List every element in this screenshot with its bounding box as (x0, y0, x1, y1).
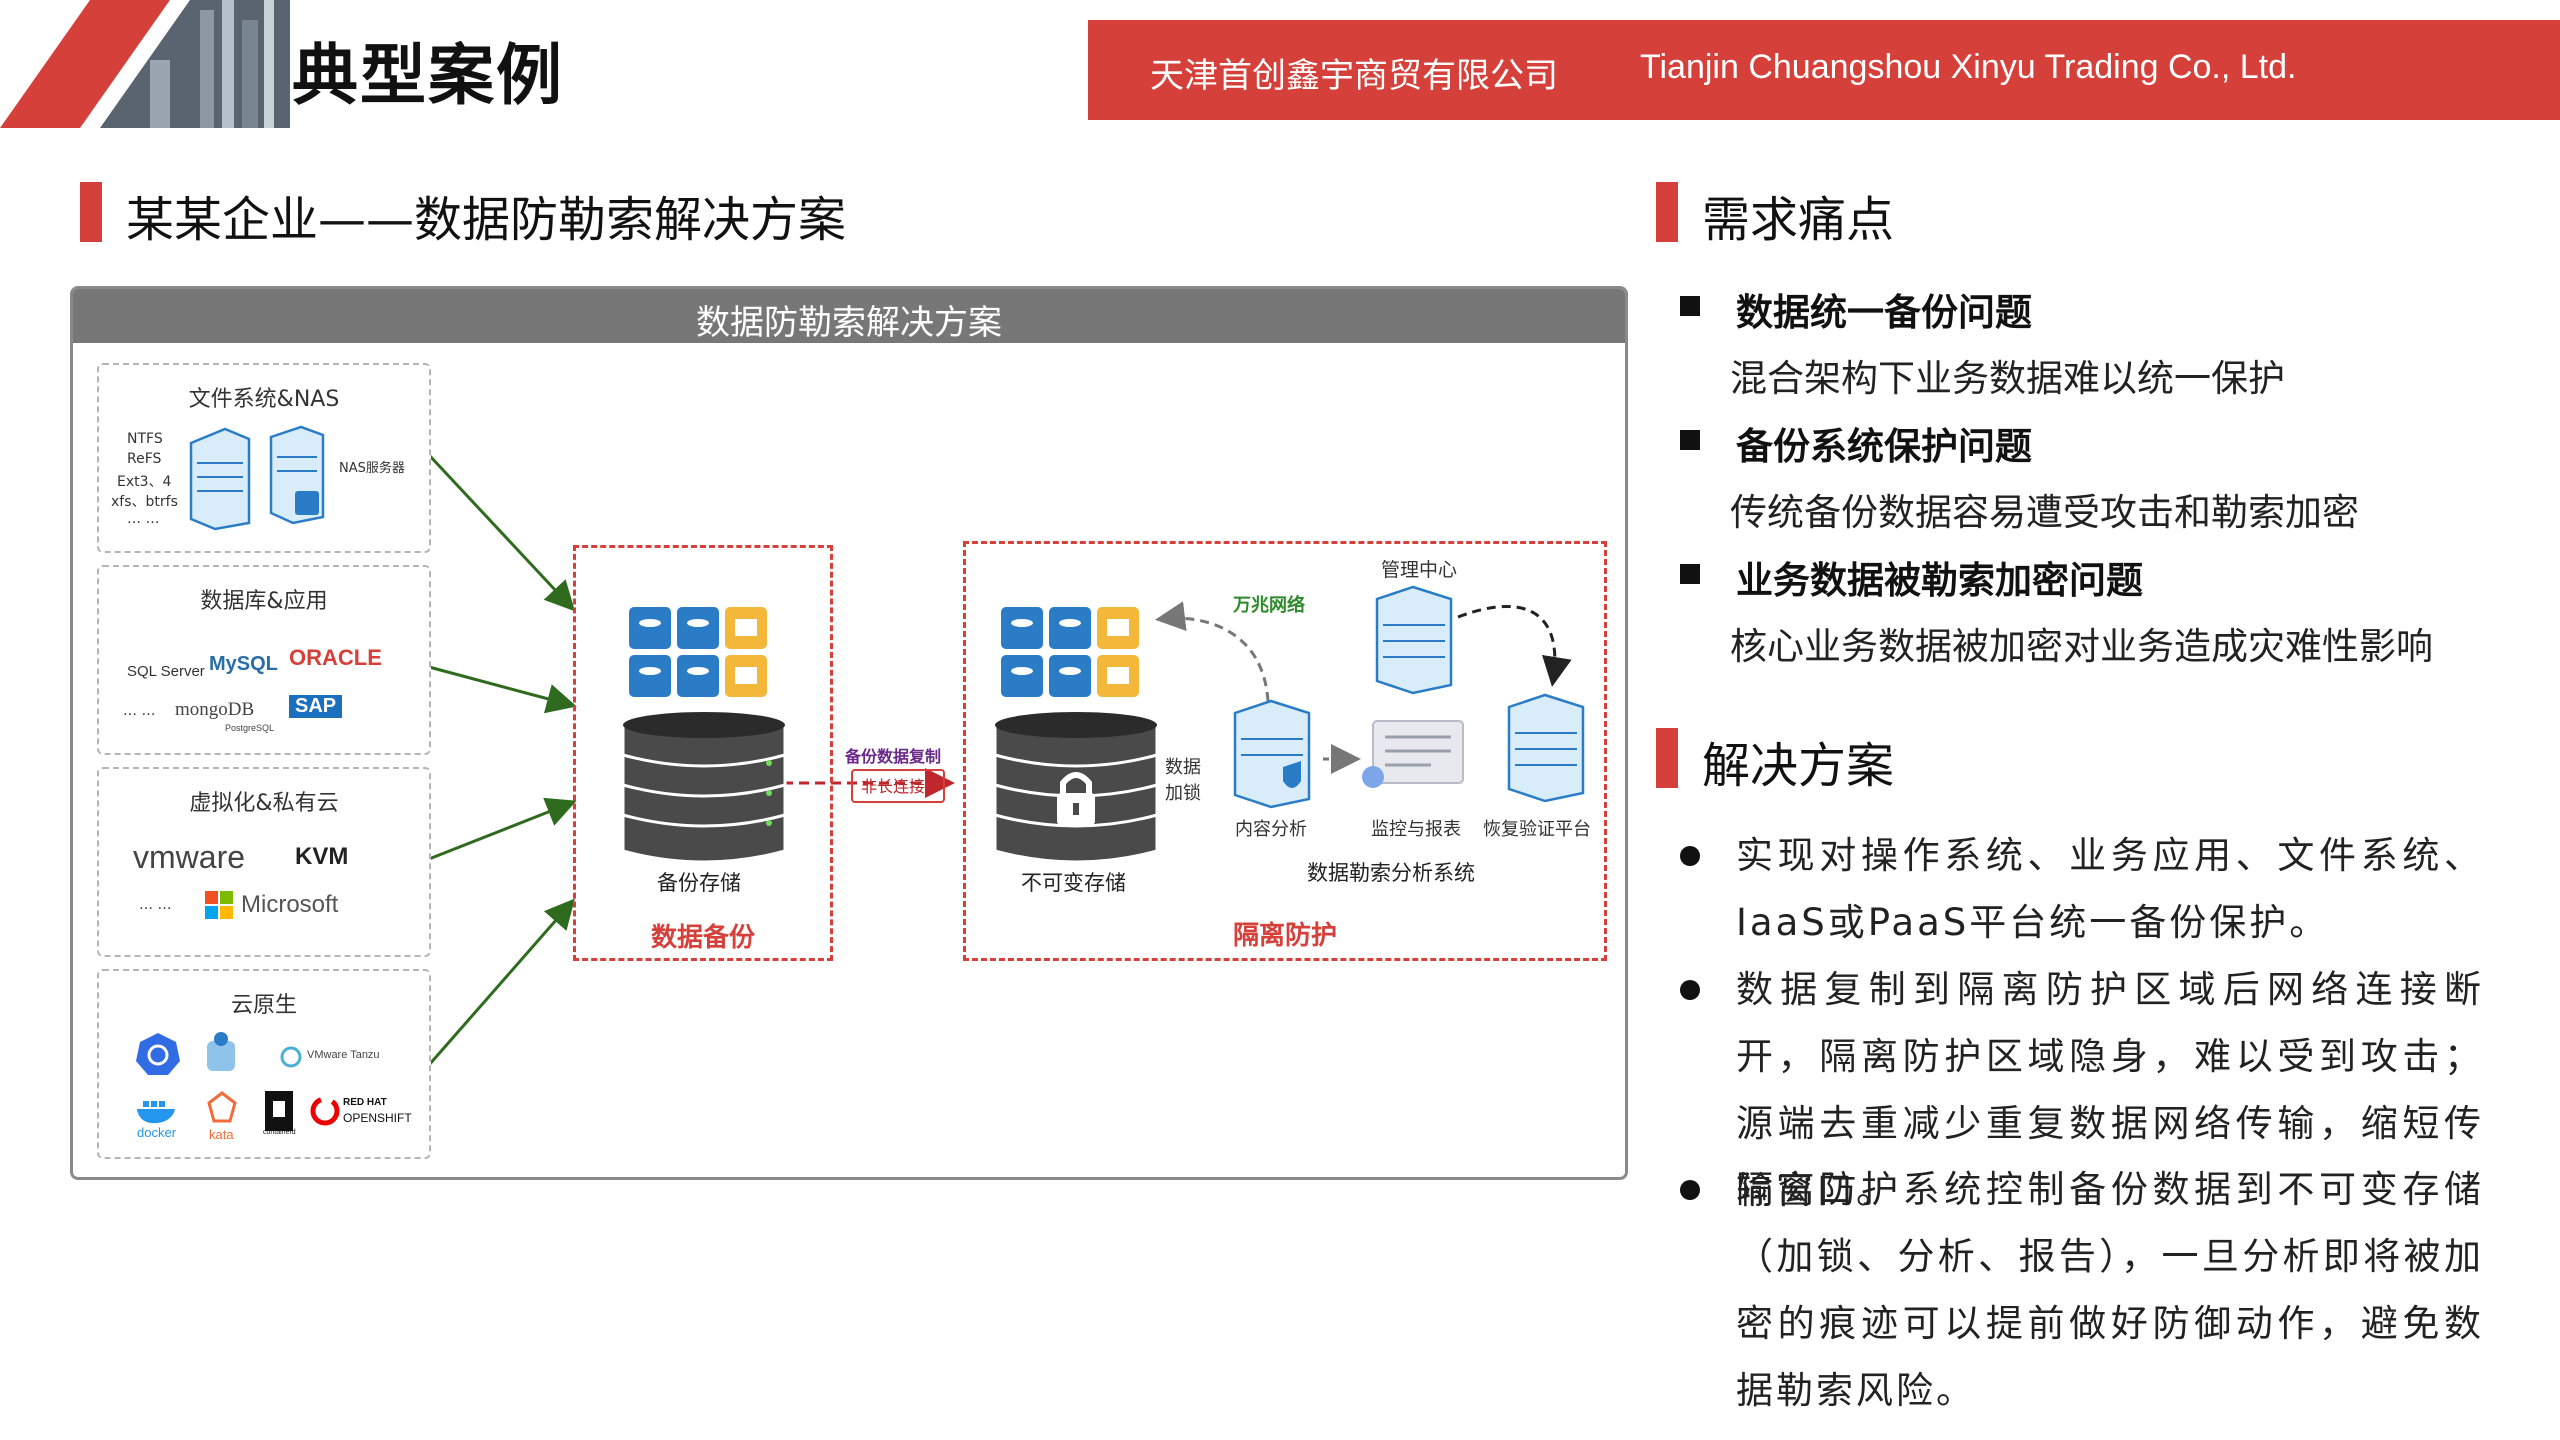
network-label: 万兆网络 (1233, 595, 1305, 616)
sap-logo: SAP (289, 695, 343, 718)
diagram-header (73, 289, 1625, 343)
docker-logo: docker (137, 1125, 177, 1140)
pain-point-desc: 混合架构下业务数据难以统一保护 (1730, 357, 2285, 400)
mongodb-logo: mongoDB (175, 699, 255, 720)
pain-point-desc: 传统备份数据容易遭受攻击和勒索加密 (1730, 491, 2359, 534)
source-filesystem-nas: 文件系统&NAS NTFS ReFS Ext3、4 xfs、btrfs … … … (97, 363, 431, 553)
bullet-square (1680, 564, 1700, 584)
pain-point-title: 数据统一备份问题 (1736, 291, 2032, 334)
redhat-icon (310, 1096, 340, 1126)
data-lock-label: 数据 (1165, 757, 1201, 778)
source-title: 虚拟化&私有云 (189, 791, 339, 816)
immutable-storage-icon (993, 712, 1159, 864)
monitor-report-icon (1362, 720, 1464, 788)
monitor-report-label: 监控与报表 (1371, 819, 1461, 840)
header-decoration (0, 0, 290, 128)
fs-type: xfs、btrfs (111, 494, 178, 510)
solution-item: 隔离防护系统控制备份数据到不可变存储（加锁、分析、报告），一旦分析即将被加密的痕… (1736, 1168, 2484, 1412)
replication-label: 备份数据复制 (845, 747, 942, 766)
backup-storage-label: 备份存储 (657, 871, 741, 895)
pain-point-title: 备份系统保护问题 (1736, 425, 2032, 468)
docker-icon (137, 1101, 175, 1124)
redhat-logo: RED HAT (343, 1097, 387, 1108)
source-title: 数据库&应用 (200, 589, 328, 614)
solution-item: 实现对操作系统、业务应用、文件系统、IaaS或PaaS平台统一备份保护。 (1736, 834, 2484, 944)
bullet-square (1680, 430, 1700, 450)
microsoft-icon (205, 891, 233, 919)
section-heading-pain-points: 需求痛点 (1702, 192, 1895, 248)
ransomware-analysis-system-label: 数据勒索分析系统 (1307, 861, 1475, 885)
bullet-dot (1680, 1180, 1700, 1200)
fs-type: ReFS (127, 451, 162, 467)
immutable-data-icons (1001, 607, 1139, 697)
source-title: 文件系统&NAS (188, 387, 340, 412)
recovery-verify-server-icon (1507, 693, 1585, 803)
recovery-verify-label: 恢复验证平台 (1483, 819, 1591, 840)
diagram-title: 数据防勒索解决方案 (696, 303, 1002, 343)
kata-logo: kata (209, 1127, 234, 1142)
section-heading-case: 某某企业——数据防勒索解决方案 (126, 192, 847, 248)
solution-item: 数据复制到隔离防护区域后网络连接断开，隔离防护区域隐身，难以受到攻击；源端去重减… (1736, 968, 2484, 1212)
ellipsis: … … (123, 703, 156, 719)
rancher-icon (207, 1032, 235, 1071)
section-heading-solutions: 解决方案 (1702, 738, 1895, 794)
lock-icon (1057, 772, 1095, 825)
nas-server-icon (189, 425, 325, 531)
content-analysis-server-icon (1233, 699, 1311, 809)
management-server-icon (1375, 585, 1453, 695)
non-persistent-link-label: 非长连接 (861, 777, 926, 796)
isolation-zone-label: 隔离防护 (1233, 921, 1338, 951)
tanzu-logo: VMware Tanzu (307, 1049, 380, 1061)
fs-type: NTFS (127, 431, 163, 447)
section-marker (1656, 728, 1678, 788)
immutable-storage-label: 不可变存储 (1021, 871, 1126, 895)
data-lock-label: 加锁 (1165, 783, 1201, 804)
ellipsis: … … (139, 897, 172, 913)
backup-data-icons (629, 607, 767, 697)
source-title: 云原生 (230, 993, 297, 1018)
containerd-icon (265, 1091, 293, 1131)
oracle-logo: ORACLE (289, 645, 382, 670)
backup-storage-icon (621, 712, 787, 864)
source-cloud-native: 云原生 VMware Tanzu docker kata containerd (97, 969, 431, 1159)
pain-point-desc: 核心业务数据被加密对业务造成灾难性影响 (1730, 625, 2433, 668)
diagram-connectors (427, 453, 1572, 1066)
fs-type: Ext3、4 (117, 474, 172, 490)
openshift-logo: OPENSHIFT (343, 1111, 412, 1125)
bullet-dot (1680, 980, 1700, 1000)
backup-zone-label: 数据备份 (651, 923, 756, 953)
postgresql-logo: PostgreSQL (225, 723, 275, 733)
kvm-logo: KVM (295, 843, 349, 870)
microsoft-logo: Microsoft (241, 891, 339, 918)
source-database-apps: 数据库&应用 SQL Server MySQL ORACLE … … mongo… (97, 565, 431, 755)
non-persistent-link-badge (851, 769, 945, 803)
source-virtualization: 虚拟化&私有云 vmware KVM … … Microsoft (97, 767, 431, 957)
company-banner (1088, 20, 2560, 120)
fs-type: … … (127, 511, 160, 527)
kubernetes-icon (136, 1033, 180, 1075)
section-marker (1656, 182, 1678, 242)
content-analysis-label: 内容分析 (1235, 819, 1307, 840)
company-name-cn: 天津首创鑫宇商贸有限公司 (1150, 56, 1558, 96)
vmware-logo: vmware (133, 839, 246, 875)
bullet-square (1680, 296, 1700, 316)
section-marker (80, 182, 102, 242)
nas-server-label: NAS服务器 (339, 461, 405, 476)
bullet-dot (1680, 846, 1700, 866)
pain-point-title: 业务数据被勒索加密问题 (1736, 559, 2143, 602)
management-center-label: 管理中心 (1381, 559, 1458, 581)
solution-diagram: 数据防勒索解决方案 文件系统&NAS NTFS ReFS Ext3、4 xfs、… (70, 286, 1628, 1180)
tanzu-icon (280, 1046, 302, 1068)
sqlserver-logo: SQL Server (127, 663, 205, 680)
isolation-zone (963, 541, 1607, 961)
mysql-logo: MySQL (209, 653, 278, 675)
containerd-logo: containerd (263, 1129, 296, 1136)
company-name-en: Tianjin Chuangshou Xinyu Trading Co., Lt… (1640, 48, 2297, 86)
kata-icon (207, 1091, 237, 1123)
backup-zone (573, 545, 833, 961)
page-title: 典型案例 (292, 37, 564, 114)
